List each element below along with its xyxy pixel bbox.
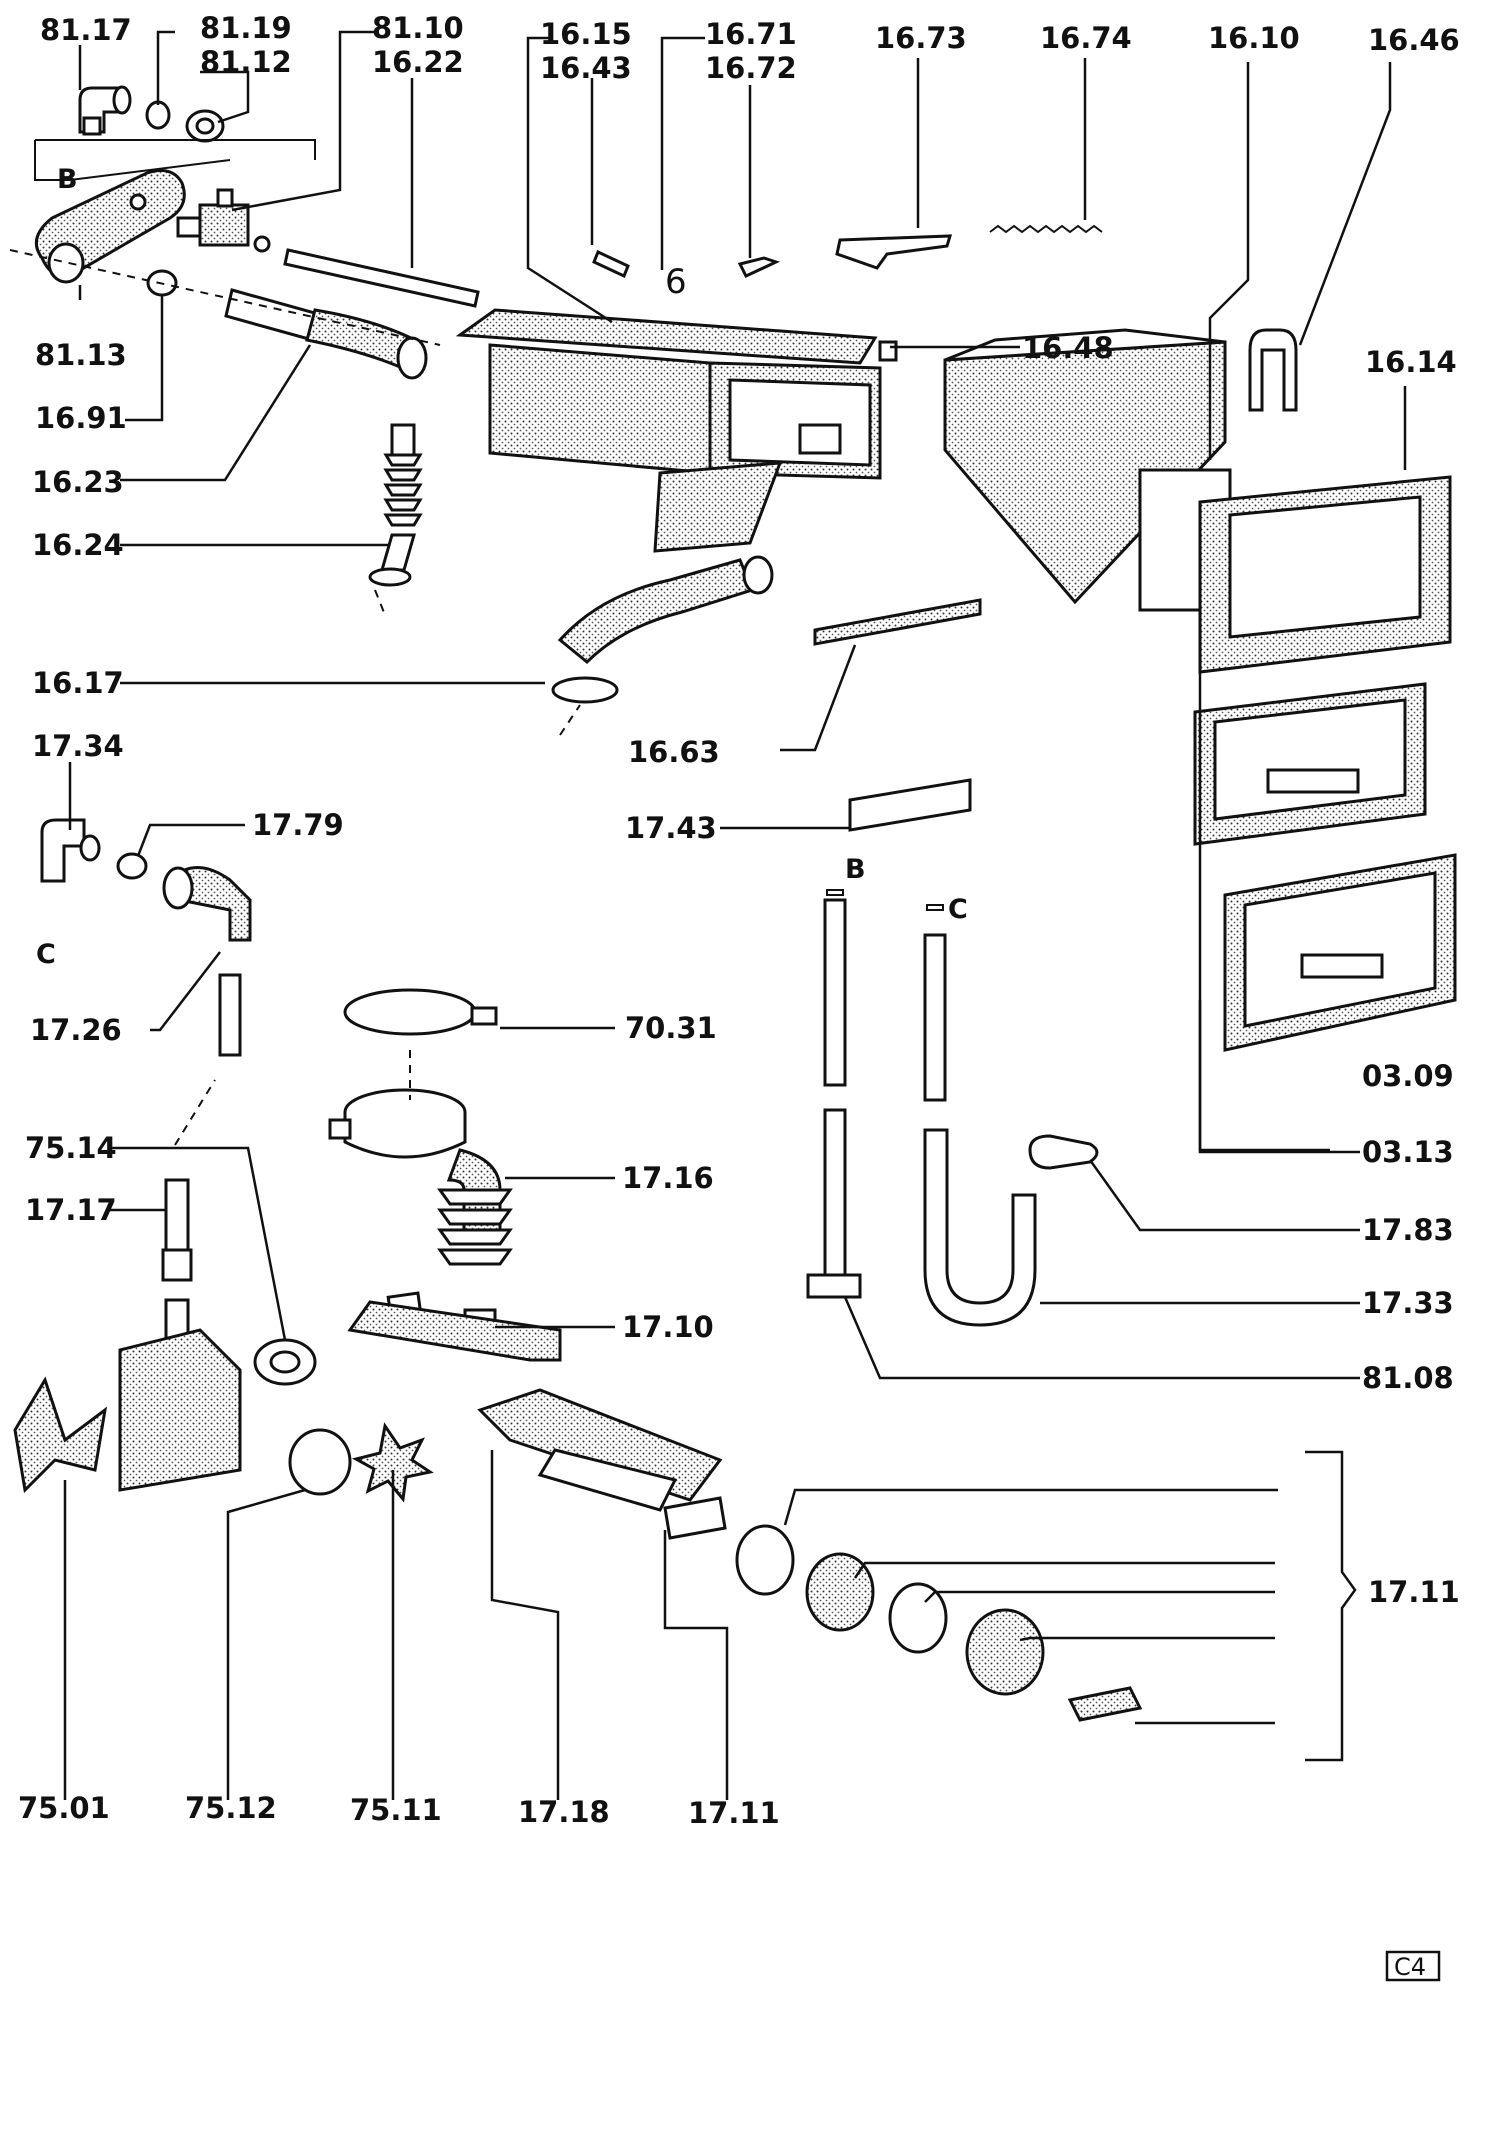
callout-16-15: 16.15 — [540, 17, 632, 51]
callout-17-83: 17.83 — [1362, 1213, 1454, 1247]
callout-17-34: 17.34 — [32, 729, 124, 763]
callout-16-17: 16.17 — [32, 666, 124, 700]
part-17-10-pump-body — [347, 1291, 562, 1362]
part-16-43-peg — [592, 249, 630, 279]
part-16-10-drawer — [943, 328, 1232, 612]
callout-16-74: 16.74 — [1040, 21, 1132, 55]
part-17-16-pump-inlet — [328, 1088, 513, 1266]
callout-81-17: 81.17 — [40, 13, 132, 47]
callout-16-48: 16.48 — [1022, 331, 1114, 365]
part-81-17-elbow — [78, 85, 132, 136]
part-81-12-nut — [185, 109, 225, 143]
dispenser-housing — [455, 308, 882, 553]
part-16-22-rod — [283, 248, 480, 308]
part-17-33-u-hose — [923, 933, 1037, 1327]
callout-70-31: 70.31 — [625, 1011, 717, 1045]
callout-03-09: 03.09 — [1362, 1059, 1454, 1093]
callout-16-73: 16.73 — [875, 21, 967, 55]
part-17-11-filter-set — [663, 1496, 1143, 1722]
callout-17-16: 17.16 — [622, 1161, 714, 1195]
part-17-79-ring — [116, 852, 148, 880]
part-81-08-tube — [806, 898, 862, 1299]
part-70-31-clamp — [343, 988, 498, 1036]
part-17-18-sump — [477, 1388, 723, 1512]
callout-81-12: 81.12 — [200, 45, 292, 79]
callout-16-63: 16.63 — [628, 735, 720, 769]
callout-16-43: 16.43 — [540, 51, 632, 85]
connector-b-top: B — [57, 164, 78, 195]
part-81-10-valve — [176, 188, 271, 253]
part-16-23-bellows-hose — [224, 288, 428, 380]
callout-17-79: 17.79 — [252, 808, 344, 842]
part-16-72-clip: 6 — [665, 262, 687, 302]
callout-17-11-bracket: 17.11 — [1368, 1575, 1460, 1609]
part-75-11-impeller — [351, 1422, 434, 1503]
part-16-72-lever — [737, 256, 781, 278]
part-16-73-lever — [835, 234, 953, 270]
part-81-19-ring — [145, 100, 171, 130]
part-17-26-elbow — [162, 866, 252, 1057]
callout-17-26: 17.26 — [30, 1013, 122, 1047]
part-17-43-bracket — [848, 778, 972, 832]
callout-16-10: 16.10 — [1208, 21, 1300, 55]
callout-16-14: 16.14 — [1365, 345, 1457, 379]
part-16-63-strip — [813, 598, 982, 646]
callout-17-11: 17.11 — [688, 1796, 780, 1830]
callout-03-13: 03.13 — [1362, 1135, 1454, 1169]
callout-16-72: 16.72 — [705, 51, 797, 85]
callout-81-19: 81.19 — [200, 11, 292, 45]
page-label: C4 — [1394, 1953, 1426, 1981]
part-81-13-cam-plate — [34, 169, 186, 284]
callout-81-13: 81.13 — [35, 338, 127, 372]
connector-c-mid: C — [948, 894, 968, 925]
part-16-17-hose — [551, 555, 774, 704]
callout-75-11: 75.11 — [350, 1793, 442, 1827]
callout-81-10: 81.10 — [372, 11, 464, 45]
callout-81-08: 81.08 — [1362, 1361, 1454, 1395]
callout-17-10: 17.10 — [622, 1310, 714, 1344]
part-16-48-tab — [878, 340, 898, 362]
callout-16-46: 16.46 — [1368, 23, 1460, 57]
callout-16-91: 16.91 — [35, 401, 127, 435]
connector-b-mid: B — [845, 854, 866, 885]
callout-16-71: 16.71 — [705, 17, 797, 51]
detail-b-bracket — [34, 139, 316, 181]
page-label-box — [1385, 1950, 1441, 1982]
callout-17-33: 17.33 — [1362, 1286, 1454, 1320]
part-16-14-front-frame — [1198, 475, 1452, 674]
part-16-74-spring — [989, 224, 1103, 234]
callout-75-14: 75.14 — [25, 1131, 117, 1165]
callout-16-22: 16.22 — [372, 45, 464, 79]
part-17-34-elbow — [40, 818, 101, 883]
part-03-13-panel — [1193, 682, 1427, 846]
part-75-12-ring — [288, 1428, 352, 1496]
part-75-14-coupling — [253, 1338, 317, 1386]
callout-17-43: 17.43 — [625, 811, 717, 845]
callout-75-01: 75.01 — [18, 1791, 110, 1825]
callout-16-24: 16.24 — [32, 528, 124, 562]
part-16-46-clip — [1248, 328, 1298, 412]
part-03-09-panel — [1223, 853, 1457, 1052]
part-16-24-drain-bellows — [368, 423, 423, 587]
leader-lines — [9, 30, 1407, 1800]
callout-17-17: 17.17 — [25, 1193, 117, 1227]
part-75-01-motor — [13, 1328, 242, 1494]
callout-75-12: 75.12 — [185, 1791, 277, 1825]
callout-16-23: 16.23 — [32, 465, 124, 499]
connector-c-left: C — [36, 939, 56, 970]
part-17-83-ring — [1028, 1134, 1099, 1170]
callout-17-18: 17.18 — [518, 1795, 610, 1829]
part-17-17-shaft — [161, 1178, 193, 1352]
